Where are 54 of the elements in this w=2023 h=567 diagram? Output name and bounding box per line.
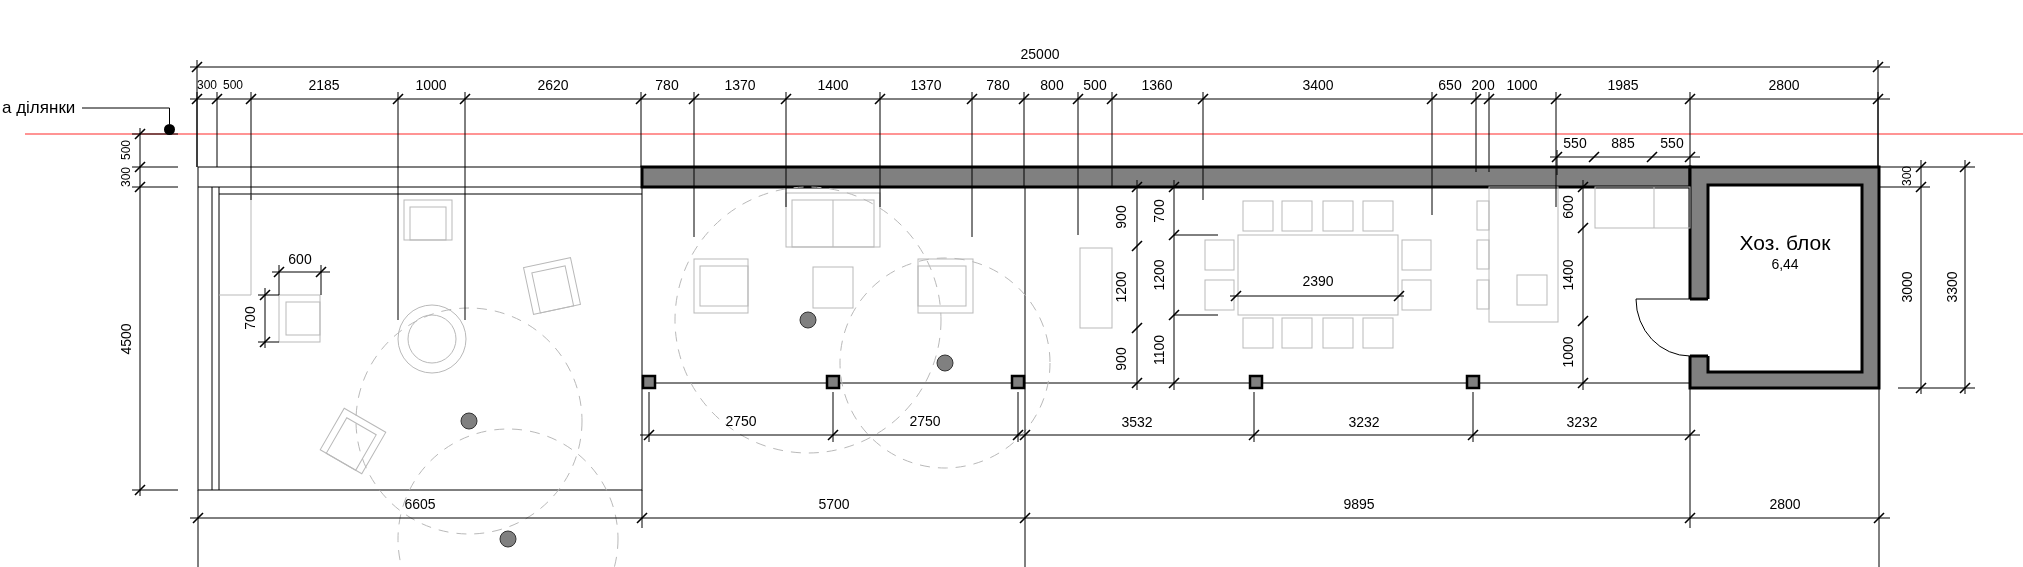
dimension-text: 780 [986, 78, 1010, 92]
dimension-text: 300 [1901, 166, 1913, 186]
dimension-text: 900 [1114, 205, 1128, 229]
dimension-text: 3000 [1900, 271, 1914, 303]
dimension-text: 1370 [910, 78, 942, 92]
dimension-text: 885 [1611, 136, 1635, 150]
dimension-text: 600 [288, 252, 312, 266]
dimension-text: 2620 [537, 78, 569, 92]
dimension-text: 4500 [119, 323, 133, 355]
dimension-text: 1400 [817, 78, 849, 92]
dimension-text: 2800 [1768, 78, 1800, 92]
dimension-text: 2800 [1769, 497, 1801, 511]
dimension-text: 700 [1152, 199, 1166, 223]
dimension-text: 500 [223, 79, 243, 91]
dimension-text: 300 [197, 79, 217, 91]
dimension-text: 1000 [415, 78, 447, 92]
dimension-text: 1360 [1141, 78, 1173, 92]
dimension-text: 1200 [1114, 271, 1128, 303]
dimension-text: 3232 [1348, 415, 1380, 429]
dimension-text: 900 [1114, 347, 1128, 371]
dimension-text: 700 [243, 306, 257, 330]
dimension-text: 3400 [1302, 78, 1334, 92]
dimension-text: 9895 [1343, 497, 1375, 511]
site-label: а ділянки [2, 97, 82, 119]
dimension-text: 6605 [404, 497, 436, 511]
dimension-text: 1400 [1561, 259, 1575, 291]
dimension-text: 1200 [1152, 259, 1166, 291]
dimension-text: 5700 [818, 497, 850, 511]
dimension-text: 550 [1563, 136, 1587, 150]
dimension-text: 2185 [308, 78, 340, 92]
dimension-text: 3300 [1945, 271, 1959, 303]
dimension-text: 200 [1471, 78, 1495, 92]
dimension-text: 2750 [909, 414, 941, 428]
dimension-text: 500 [1083, 78, 1107, 92]
dimension-text: 550 [1660, 136, 1684, 150]
dimension-text: 600 [1561, 195, 1575, 219]
room-area: 6,44 [1771, 255, 1799, 273]
dimension-text: 3532 [1121, 415, 1153, 429]
dimension-text: 800 [1040, 78, 1064, 92]
dimension-text: 500 [120, 140, 132, 160]
dimension-text: 2750 [725, 414, 757, 428]
dimension-text: 780 [655, 78, 679, 92]
dimension-text: 650 [1438, 78, 1462, 92]
dimension-text: 1100 [1152, 334, 1166, 366]
dimension-text: 1000 [1506, 78, 1538, 92]
room-name: Хоз. блок [1739, 231, 1831, 255]
dimension-text: 25000 [1020, 47, 1060, 61]
dimension-text: 3232 [1566, 415, 1598, 429]
leader-line [81, 107, 170, 125]
dimension-text: 1000 [1561, 336, 1575, 368]
dimension-text: 300 [120, 167, 132, 187]
dimension-text: 2390 [1302, 274, 1334, 288]
dimension-text: 1370 [724, 78, 756, 92]
dimension-text: 1985 [1607, 78, 1639, 92]
